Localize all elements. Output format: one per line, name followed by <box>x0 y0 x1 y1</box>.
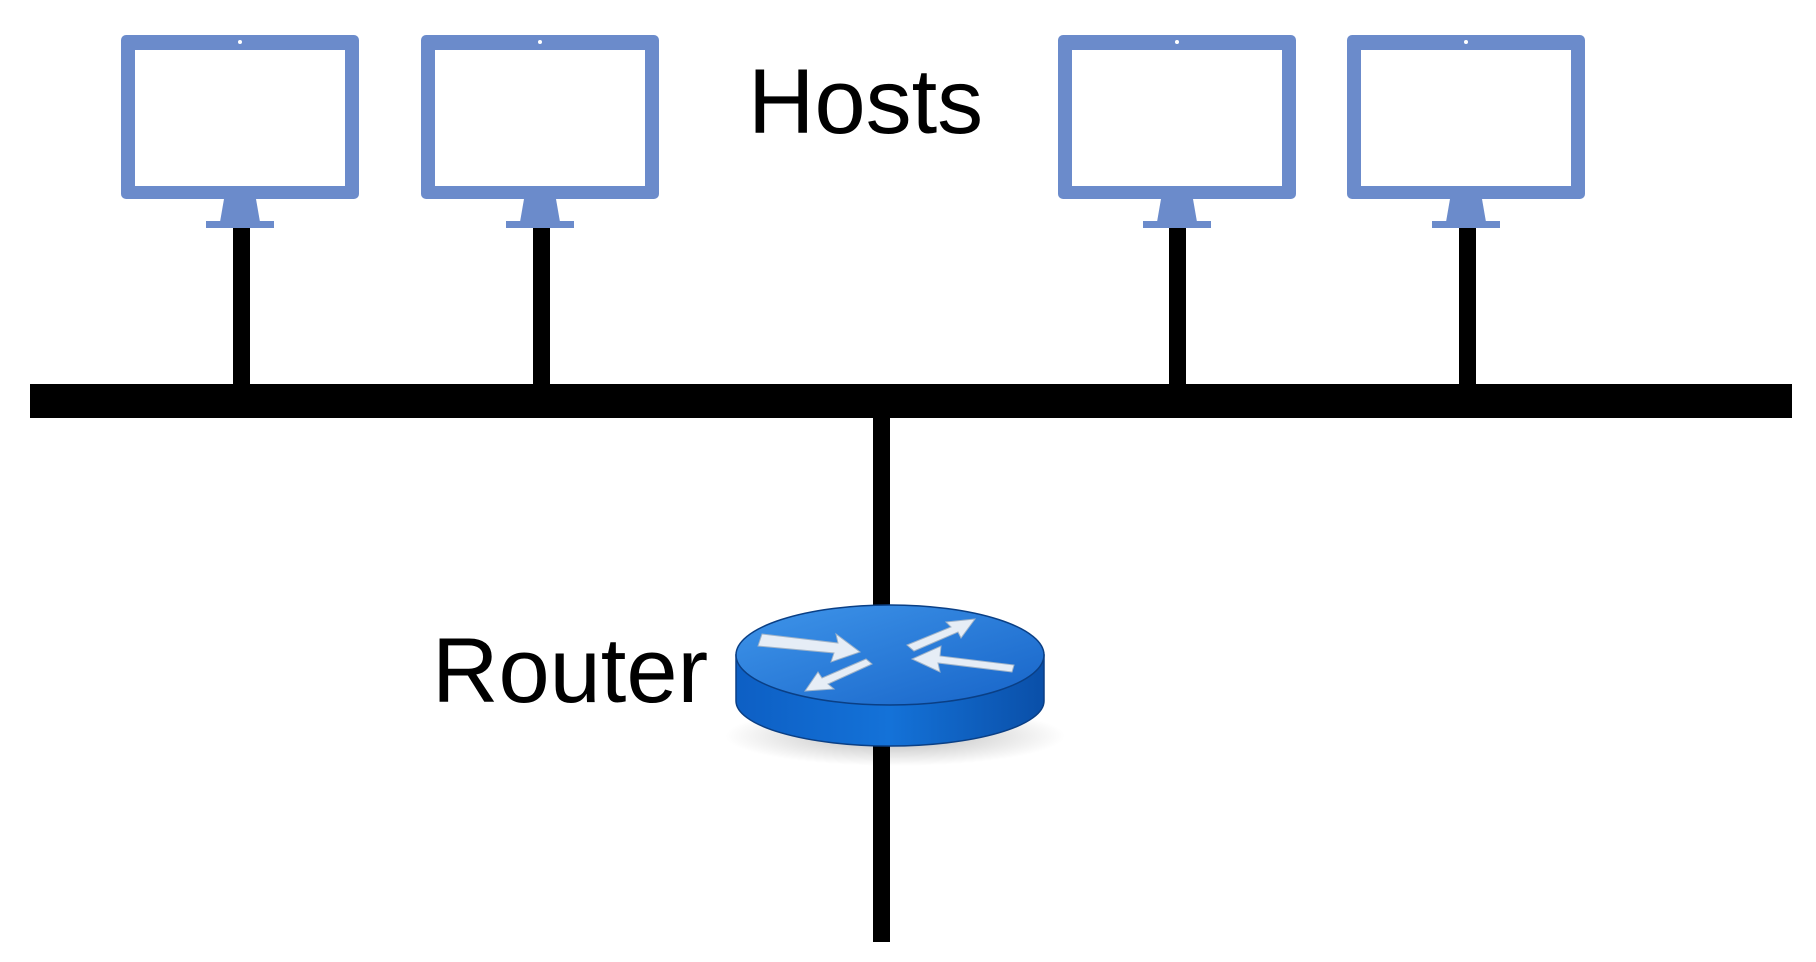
host-cable <box>1169 215 1186 385</box>
router-downlink-cable <box>873 742 890 942</box>
router-uplink-cable <box>873 416 890 608</box>
host-cable <box>233 215 250 385</box>
router-arrows-icon <box>757 618 1015 692</box>
bus-backbone <box>30 384 1792 418</box>
host-cable <box>1459 215 1476 385</box>
router-icon <box>725 604 1065 766</box>
host-monitors <box>121 35 1585 228</box>
monitor-icon <box>1058 35 1296 228</box>
monitor-icon <box>1347 35 1585 228</box>
host-cables <box>233 215 1476 385</box>
host-cable <box>533 215 550 385</box>
monitor-icon <box>421 35 659 228</box>
router-label: Router <box>432 620 708 722</box>
monitor-icon <box>121 35 359 228</box>
hosts-label: Hosts <box>748 51 983 153</box>
